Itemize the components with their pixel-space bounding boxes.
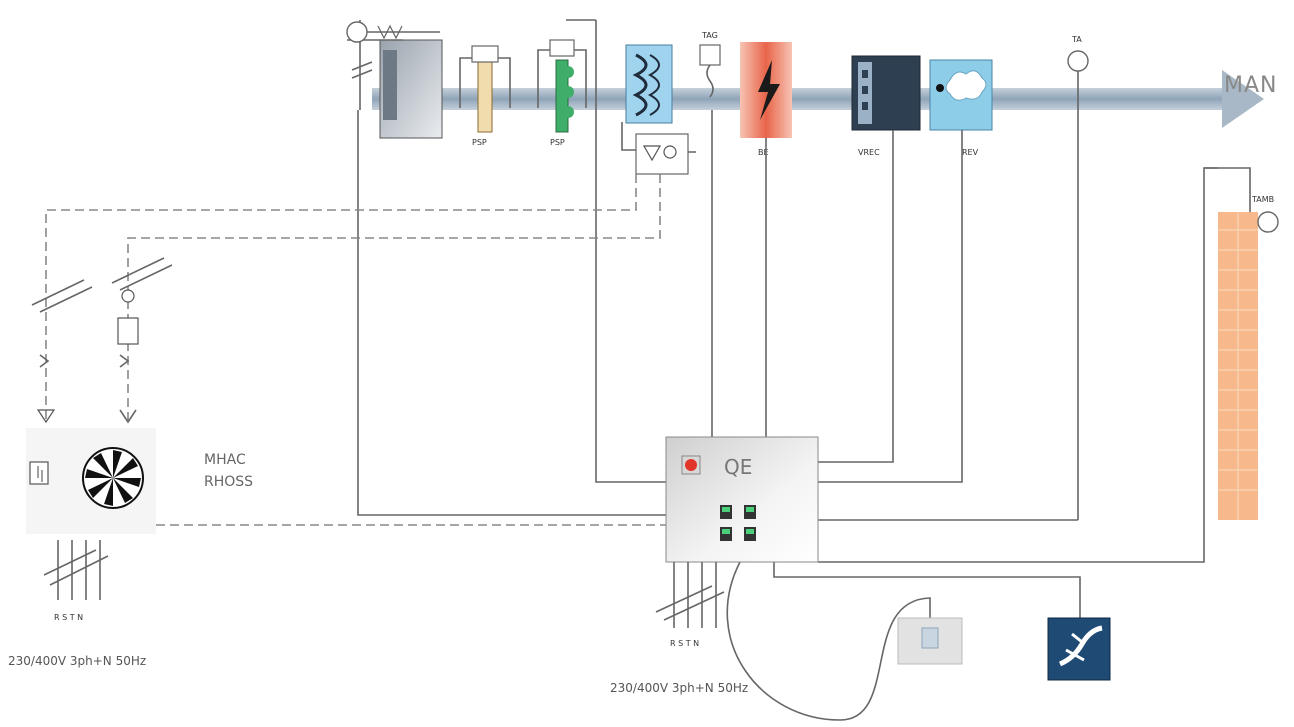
filter-psp-2 [537,39,587,133]
heat-recovery-unit [851,55,921,131]
fan-icon [82,447,144,509]
chiller-feed-lines [31,257,173,424]
intake-damper [347,20,443,139]
radiant-panel [1218,212,1258,520]
chiller-label-brand: RHOSS [204,474,253,490]
sensor-label-tag: TAG [701,31,718,40]
panel-label: QE [724,455,752,479]
temperature-sensor-ta [1067,50,1089,520]
sensor-label-tamb: TAMB [1251,195,1274,204]
smoke-damper-icon [1047,617,1111,681]
electrical-panel [665,436,819,563]
three-way-valve-icon [621,122,696,175]
panel-switches [720,505,756,541]
emergency-stop-icon [681,455,701,475]
sensor-label-ta: TA [1071,35,1082,44]
cooling-coil [625,44,673,124]
temperature-sensor-tag [699,44,721,98]
right-phase-labels: R S T N [670,639,699,648]
humidifier [929,59,993,131]
humidifier-label: REV [962,148,979,157]
left-supply-label: 230/400V 3ph+N 50Hz [8,654,146,668]
left-power-lines [43,540,109,600]
filter-label-1: PSP [472,138,487,147]
chiller-unit [26,428,156,534]
wall-controller-icon [897,617,963,665]
filter-label-2: PSP [550,138,565,147]
temperature-sensor-tamb [1257,211,1279,233]
filter-psp-1 [459,45,511,133]
control-wiring [357,19,1251,721]
right-supply-label: 230/400V 3ph+N 50Hz [610,681,748,695]
air-duct-arrow [372,70,1264,128]
heater-label: BE [758,148,769,157]
left-phase-labels: R S T N [54,613,83,622]
supply-air-label: MAN [1224,73,1278,98]
lightning-icon [758,60,780,120]
recovery-label: VREC [858,148,880,157]
electric-heater [740,42,792,138]
right-power-lines [655,562,725,628]
chiller-label-model: MHAC [204,452,246,468]
damper-actuator-icon [346,21,440,43]
